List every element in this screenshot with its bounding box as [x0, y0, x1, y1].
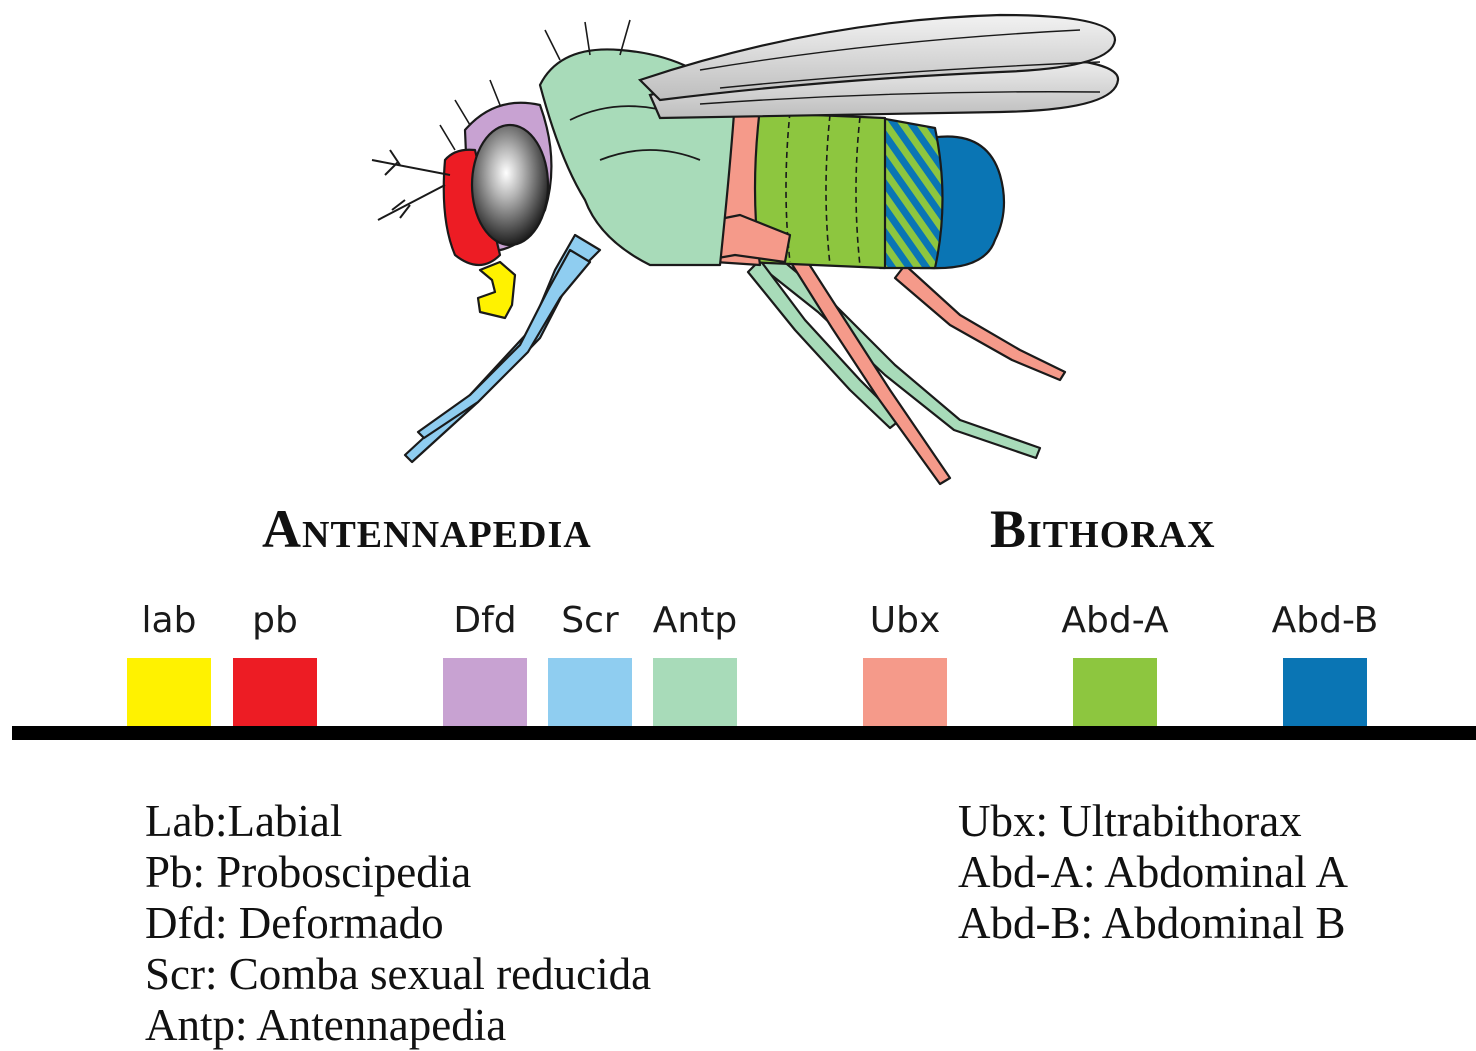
legend-item-abda: Abd-A: Abdominal A	[958, 847, 1348, 898]
gene-label-dfd: Dfd	[453, 600, 516, 641]
labial-mouthpart	[478, 262, 515, 318]
legend-bithorax: Ubx: Ultrabithorax Abd-A: Abdominal A Ab…	[958, 796, 1348, 949]
gene-label-ubx: Ubx	[870, 600, 941, 641]
hindleg-2	[895, 265, 1065, 380]
antennapedia-title: Antennapedia	[262, 498, 592, 560]
legend-item-lab: Lab:Labial	[145, 796, 651, 847]
gene-label-abdb: Abd-B	[1272, 600, 1379, 641]
compound-eye	[472, 125, 548, 245]
gene-box-dfd	[443, 658, 527, 726]
gene-box-abdb	[1283, 658, 1367, 726]
gene-label-antp: Antp	[653, 600, 737, 641]
gene-box-antp	[653, 658, 737, 726]
legend-item-ubx: Ubx: Ultrabithorax	[958, 796, 1348, 847]
gene-box-ubx	[863, 658, 947, 726]
gene-box-scr	[548, 658, 632, 726]
legend-item-pb: Pb: Proboscipedia	[145, 847, 651, 898]
abdomen-overlap	[880, 118, 943, 268]
fly-illustration	[0, 0, 1476, 500]
bithorax-title: Bithorax	[990, 498, 1216, 560]
gene-label-pb: pb	[252, 600, 298, 641]
gene-box-pb	[233, 658, 317, 726]
midleg-2	[748, 260, 900, 428]
gene-label-abda: Abd-A	[1061, 600, 1168, 641]
legend-item-antp: Antp: Antennapedia	[145, 1000, 651, 1051]
legend-item-abdb: Abd-B: Abdominal B	[958, 898, 1348, 949]
legend-item-dfd: Dfd: Deformado	[145, 898, 651, 949]
gene-label-scr: Scr	[561, 600, 618, 641]
chromosome-line	[12, 726, 1476, 740]
antenna	[372, 150, 450, 220]
legend-antennapedia: Lab:Labial Pb: Proboscipedia Dfd: Deform…	[145, 796, 651, 1051]
fly-wings	[640, 15, 1118, 118]
legend-item-scr: Scr: Comba sexual reducida	[145, 949, 651, 1000]
gene-box-lab	[127, 658, 211, 726]
gene-label-lab: lab	[142, 600, 197, 641]
gene-box-abda	[1073, 658, 1157, 726]
